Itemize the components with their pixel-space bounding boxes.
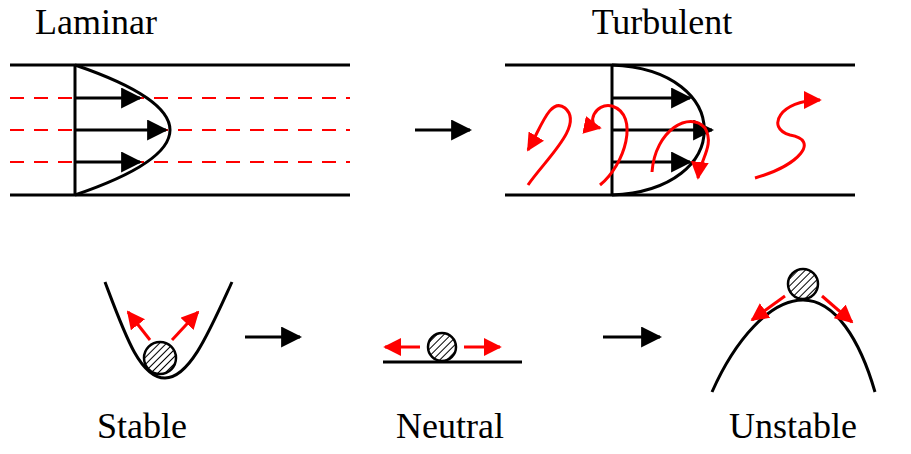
- transition-arrow: [415, 129, 470, 132]
- transition-arrow: [603, 336, 660, 339]
- laminar-pipe: [10, 65, 350, 195]
- turbulent-pipe: [505, 65, 855, 195]
- figure-label: Laminar: [35, 4, 157, 40]
- stable-bowl: [105, 282, 232, 378]
- neutral-plane: [383, 333, 522, 362]
- figure-label: Unstable: [729, 408, 857, 444]
- figure-label: Neutral: [396, 408, 504, 444]
- figure-label: Stable: [97, 408, 187, 444]
- transition-arrow: [245, 336, 300, 339]
- figure-label: Turbulent: [592, 4, 733, 40]
- unstable-hill: [712, 269, 875, 392]
